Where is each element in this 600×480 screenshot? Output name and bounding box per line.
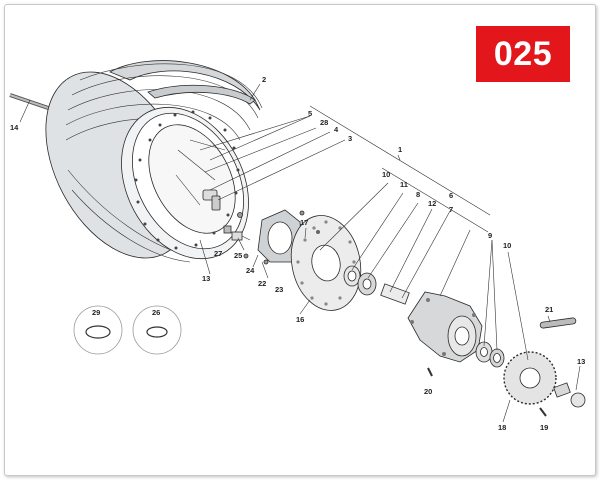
sprocket-part [503, 351, 557, 405]
sensor-ring-part [237, 209, 305, 265]
rim-part [121, 106, 249, 260]
callout-23: 23 [275, 285, 283, 294]
callout-18: 18 [498, 423, 506, 432]
callout-10a: 10 [382, 170, 390, 179]
callout-8: 8 [416, 190, 420, 199]
hub-part [407, 291, 483, 363]
callout-21: 21 [545, 305, 553, 314]
screws-part [427, 367, 547, 417]
callout-4: 4 [334, 125, 339, 134]
brake-disc-part [290, 215, 362, 311]
callout-9: 9 [488, 231, 492, 240]
callout-16: 16 [296, 315, 304, 324]
callout-26: 26 [152, 308, 160, 317]
bearings-part [343, 265, 410, 305]
rear-bearings-part [475, 341, 505, 368]
callout-13b: 13 [577, 357, 585, 366]
callout-10b: 10 [503, 241, 511, 250]
callout-11: 11 [400, 180, 408, 189]
axle-nut-part [553, 382, 586, 408]
page-number-badge: 025 [476, 26, 570, 82]
callout-25: 25 [234, 251, 242, 260]
callout-7: 7 [449, 205, 453, 214]
leader-lines [19, 83, 581, 423]
callout-19: 19 [540, 423, 548, 432]
callout-24: 24 [246, 266, 255, 275]
callout-2: 2 [262, 75, 266, 84]
callout-14: 14 [10, 123, 19, 132]
callout-17: 17 [300, 218, 308, 227]
callout-1: 1 [398, 145, 402, 154]
callout-12: 12 [428, 199, 436, 208]
clamps-part [73, 305, 182, 355]
callout-6: 6 [449, 191, 453, 200]
callout-20: 20 [424, 387, 432, 396]
callout-29: 29 [92, 308, 100, 317]
callout-5: 5 [308, 109, 312, 118]
callout-13a: 13 [202, 274, 210, 283]
callout-28: 28 [320, 118, 328, 127]
callout-labels: 1 2 3 4 5 6 7 8 9 10 10 11 12 13 13 14 1… [10, 75, 585, 432]
callout-22: 22 [258, 279, 266, 288]
chain-link-part [539, 317, 577, 329]
valve-part [223, 225, 251, 241]
callout-3: 3 [348, 134, 352, 143]
callout-27: 27 [214, 249, 222, 258]
